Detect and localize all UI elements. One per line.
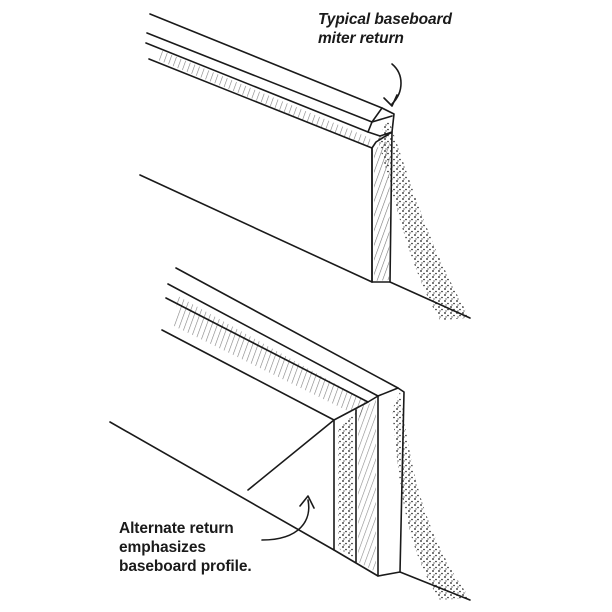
annotation-bottom-line1: Alternate return (119, 520, 234, 537)
bottom-wall-shadow (392, 392, 470, 600)
bottom-detail (109, 267, 471, 601)
annotation-alternate-return: Alternate return emphasizes baseboard pr… (119, 519, 252, 576)
bottom-board-edge-shading (174, 296, 368, 418)
top-detail (139, 13, 471, 320)
annotation-top-line1: Typical baseboard (318, 11, 452, 28)
bottom-return-shading-2 (358, 400, 376, 572)
annotation-bottom-line3: baseboard profile. (119, 558, 252, 575)
annotation-typical-miter-return: Typical baseboard miter return (318, 10, 452, 48)
bottom-return-shading (338, 414, 354, 558)
top-return-shading (374, 138, 390, 281)
top-wall-shadow (378, 118, 470, 320)
annotation-top-line2: miter return (318, 30, 404, 47)
top-board-edge-shading (158, 50, 372, 148)
annotation-bottom-line2: emphasizes (119, 539, 206, 556)
